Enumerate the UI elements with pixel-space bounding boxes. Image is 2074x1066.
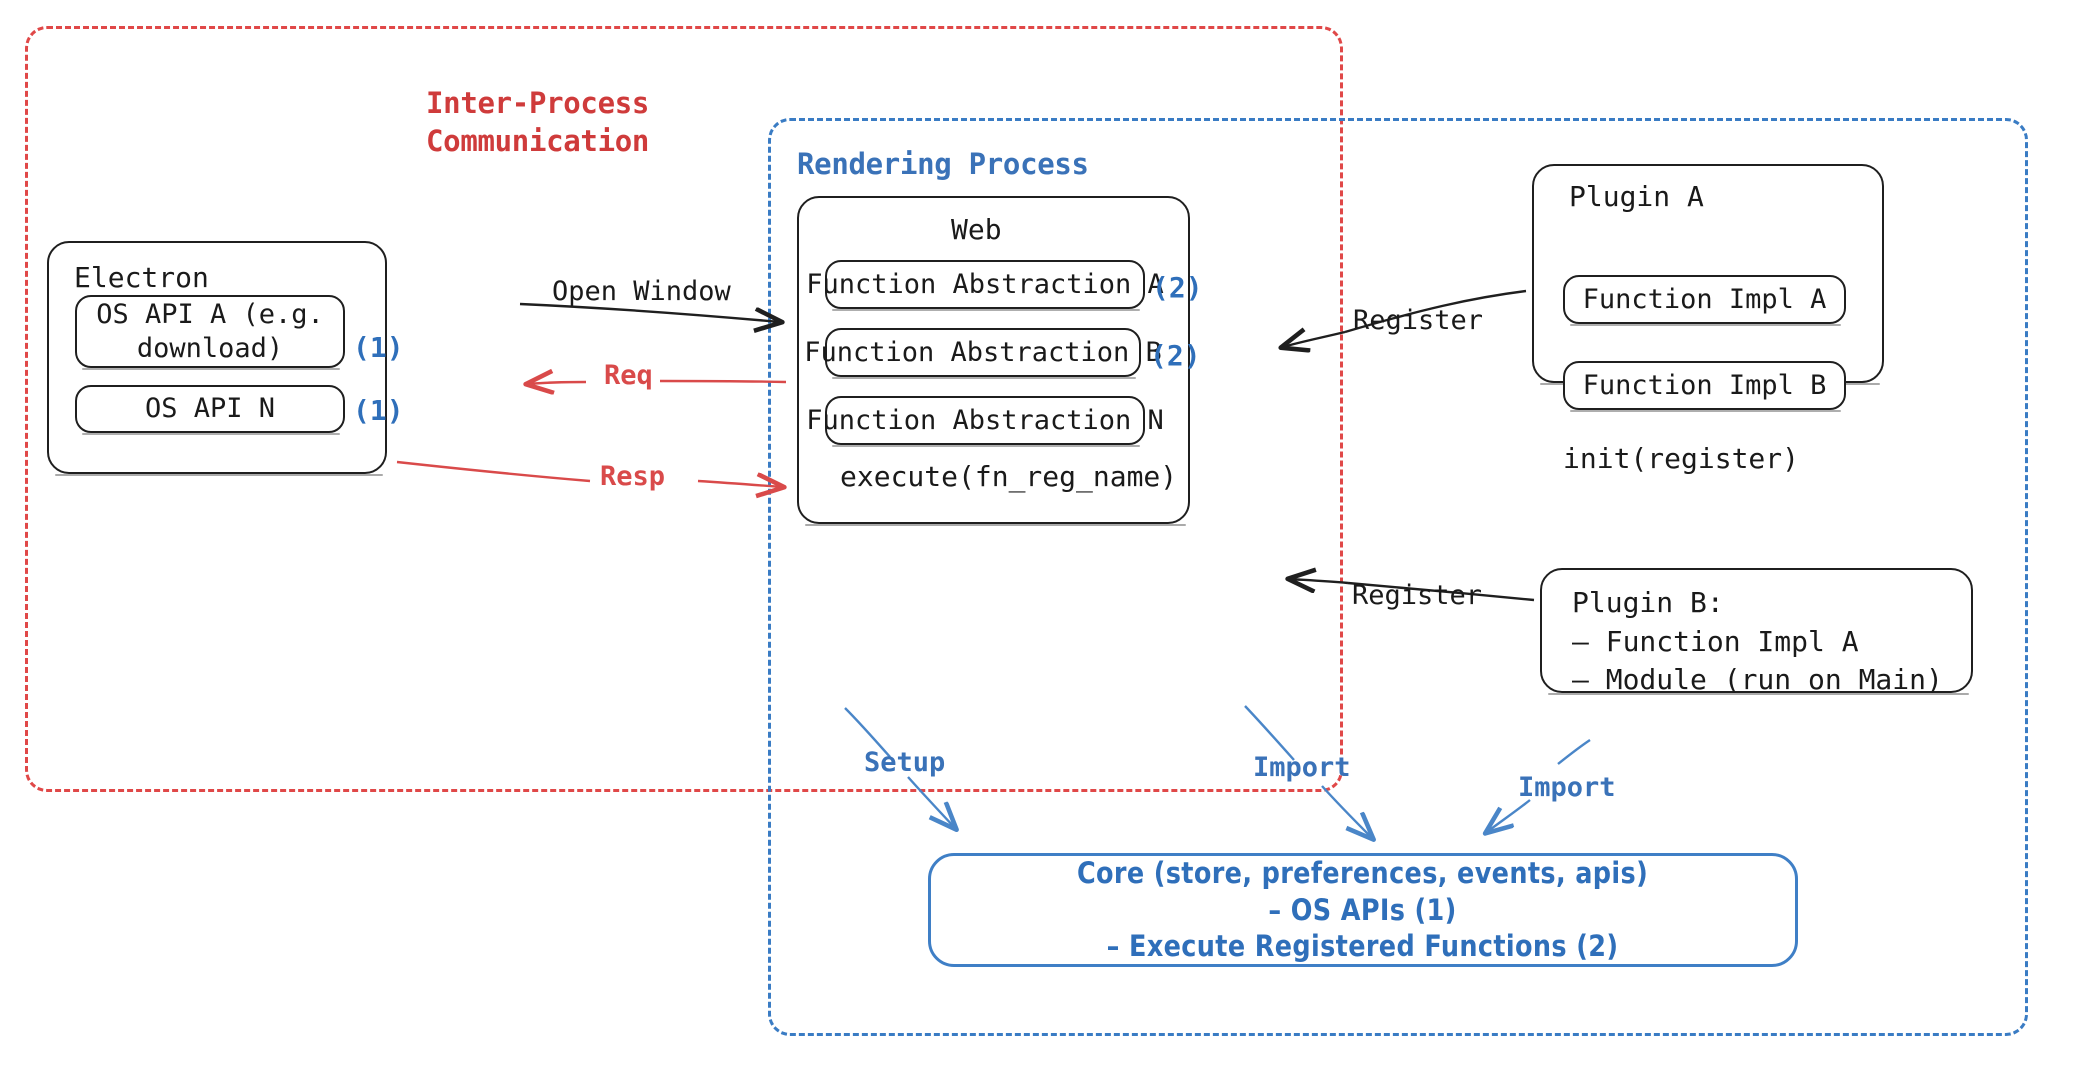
function-abstraction-a-badge: (2) (1152, 271, 1203, 304)
edge-label-open-window: Open Window (552, 276, 731, 307)
function-abstraction-a-pill[interactable]: Function Abstraction A (806, 260, 1164, 311)
function-impl-b-label: Function Impl B (1582, 369, 1827, 401)
ipc-boundary-label: Inter-Process Communication (426, 86, 650, 158)
plugin-a-box: Plugin A (1532, 164, 1884, 385)
function-abstraction-n-pill[interactable]: Function Abstraction N (806, 396, 1164, 447)
os-api-n-label: OS API N (144, 393, 276, 425)
os-api-a-pill[interactable]: OS API A (e.g. download) (75, 295, 345, 370)
function-impl-b-pill[interactable]: Function Impl B (1563, 361, 1846, 412)
plugin-a-title: Plugin A (1569, 180, 1704, 213)
os-api-n-badge: (1) (353, 394, 404, 427)
electron-title: Electron (74, 261, 209, 294)
function-abstraction-b-label: Function Abstraction B (804, 336, 1162, 368)
function-impl-a-pill[interactable]: Function Impl A (1563, 275, 1846, 326)
os-api-n-pill[interactable]: OS API N (75, 385, 345, 435)
edge-label-register-plugin-a: Register (1353, 305, 1484, 336)
edge-label-resp: Resp (600, 461, 666, 492)
os-api-a-label: OS API A (e.g. download) (96, 298, 324, 364)
core-box: Core (store, preferences, events, apis) … (928, 853, 1798, 967)
edge-label-import-web: Import (1253, 752, 1351, 783)
web-title: Web (951, 213, 1002, 246)
edge-label-req: Req (604, 360, 653, 391)
rendering-process-boundary (768, 118, 2028, 1036)
edge-label-setup: Setup (864, 747, 946, 778)
rendering-process-label: Rendering Process (797, 147, 1089, 181)
function-impl-a-label: Function Impl A (1582, 283, 1827, 315)
ipc-boundary (25, 26, 1343, 792)
plugin-a-init-signature: init(register) (1563, 442, 1800, 475)
plugin-b-text: Plugin B: – Function Impl A – Module (ru… (1572, 586, 1943, 697)
function-abstraction-b-badge: (2) (1150, 339, 1201, 372)
os-api-a-badge: (1) (353, 331, 404, 364)
plugin-b-box: Plugin B: – Function Impl A – Module (ru… (1540, 568, 1973, 696)
function-abstraction-b-pill[interactable]: Function Abstraction B (804, 328, 1162, 379)
edge-label-import-plugin-b: Import (1518, 772, 1616, 803)
core-text: Core (store, preferences, events, apis) … (1077, 855, 1649, 964)
function-abstraction-a-label: Function Abstraction A (806, 268, 1164, 300)
function-abstraction-n-label: Function Abstraction N (806, 404, 1164, 436)
web-execute-signature: execute(fn_reg_name) (840, 460, 1178, 493)
edge-label-register-plugin-b: Register (1352, 580, 1483, 611)
